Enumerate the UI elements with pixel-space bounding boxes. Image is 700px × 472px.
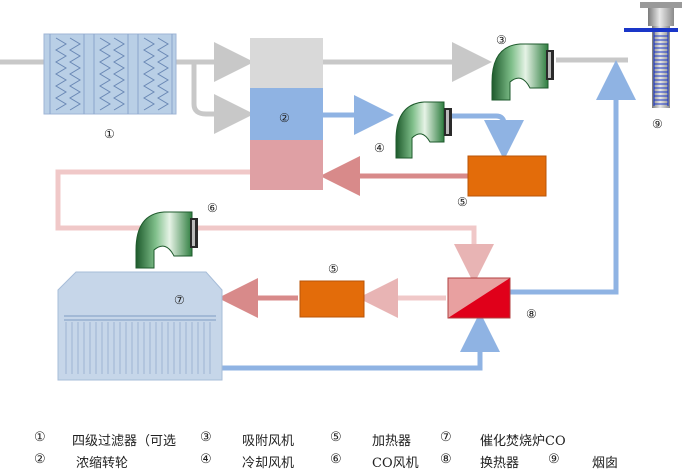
legend-label: 吸附风机 [242, 434, 295, 449]
heater-top [467, 155, 547, 197]
flow-lines [0, 42, 636, 371]
legend-label: 冷却风机 [242, 456, 295, 471]
callout-heater-top: ⑤ [457, 195, 468, 209]
callout-exhaust-fan: ③ [496, 33, 507, 47]
heat-exchanger [447, 277, 511, 319]
legend-label: 浓缩转轮 [76, 456, 129, 471]
callout-wheel: ② [279, 111, 290, 125]
callout-heat-exchanger: ⑧ [526, 307, 537, 321]
legend-num: ⑥ [330, 452, 342, 467]
four-stage-filter [43, 33, 177, 115]
legend-label: CO风机 [372, 456, 419, 471]
callout-co-furnace: ⑦ [174, 293, 185, 307]
legend-label: 加热器 [372, 434, 412, 449]
legend: ① 四级过滤器（可选 ③ 吸附风机 ⑤ 加热器 ⑦ 催化焚烧炉CO ② 浓缩转轮… [0, 420, 700, 472]
callout-heater-bottom: ⑤ [328, 262, 339, 276]
cooling-fan-icon [395, 101, 452, 159]
legend-num: ⑦ [440, 430, 452, 445]
diagram-canvas: ① ② ③ ④ ⑤ ⑥ ⑤ ⑦ ⑧ ⑨ [0, 2, 682, 381]
legend-num: ⑨ [548, 452, 560, 467]
legend-num: ⑧ [440, 452, 452, 467]
legend-label: 烟囱 [592, 456, 619, 471]
legend-num: ① [34, 430, 46, 445]
legend-num: ④ [200, 452, 212, 467]
furnace-to-exchanger-flow [222, 312, 500, 371]
catalytic-furnace [57, 271, 223, 381]
filter-branch-flow [191, 64, 254, 134]
callout-co-fan: ⑥ [207, 201, 218, 215]
legend-num: ② [34, 452, 46, 467]
concentrator-wheel [250, 38, 323, 190]
legend-num: ③ [200, 430, 212, 445]
legend-label: 四级过滤器（可选 [72, 434, 177, 449]
callout-chimney: ⑨ [652, 117, 663, 131]
exchanger-to-chimney-flow [510, 60, 636, 295]
legend-label: 换热器 [480, 456, 520, 471]
callout-cooling-fan: ④ [374, 141, 385, 155]
chimney [624, 2, 682, 108]
fan4-to-heater-flow [450, 113, 524, 160]
co-fan-icon [135, 211, 198, 269]
legend-label: 催化焚烧炉CO [480, 434, 566, 449]
exhaust-fan-icon [491, 43, 554, 101]
callout-filter: ① [104, 127, 115, 141]
desorption-flow [55, 169, 494, 284]
legend-num: ⑤ [330, 430, 342, 445]
callouts: ① ② ③ ④ ⑤ ⑥ ⑤ ⑦ ⑧ ⑨ [104, 33, 663, 321]
heater-bottom [299, 280, 365, 318]
